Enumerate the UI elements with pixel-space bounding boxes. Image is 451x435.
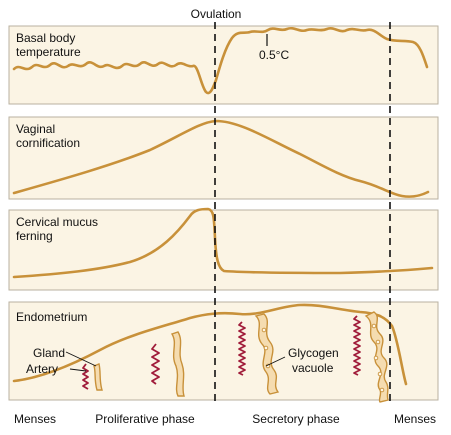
- glycogen-vacuole: [379, 387, 385, 393]
- phase-label-proliferative: Proliferative phase: [95, 412, 195, 426]
- endometrium-curve: [12, 303, 408, 386]
- artery: [151, 343, 160, 385]
- panel-title: cornification: [16, 136, 80, 150]
- ovulation-label: Ovulation: [191, 7, 242, 21]
- basal-temperature-curve: [12, 27, 429, 95]
- gland: [93, 363, 103, 391]
- phase-label-secretory: Secretory phase: [252, 412, 340, 426]
- artery: [82, 363, 89, 390]
- cervical-mucus-curve: [12, 207, 434, 279]
- glycogen-vacuole: [377, 371, 383, 377]
- glycogen-vacuole: [261, 327, 267, 333]
- panel-title: Basal body: [16, 31, 75, 45]
- glycogen-label: vacuole: [292, 361, 334, 375]
- gland: [254, 313, 280, 395]
- panel-endometrium: [8, 301, 439, 401]
- phase-label-menses: Menses: [14, 412, 56, 426]
- panel-title: Cervical mucus: [16, 215, 98, 229]
- glycogen-label: Glycogen: [288, 346, 339, 360]
- artery-label: Artery: [26, 362, 58, 376]
- artery: [353, 315, 361, 376]
- vaginal-cornification-curve: [12, 119, 430, 198]
- gland-leader: [65, 351, 97, 367]
- glycogen-vacuole: [263, 345, 269, 351]
- panel-title: Vaginal: [16, 122, 55, 136]
- temperature-annotation: 0.5°C: [259, 48, 289, 62]
- panel-vaginal-cornification: [8, 116, 439, 200]
- panel-title: ferning: [16, 229, 53, 243]
- artery-leader: [69, 368, 87, 372]
- panel-title: Endometrium: [16, 310, 87, 324]
- phase-label-menses: Menses: [394, 412, 436, 426]
- glycogen-vacuole: [373, 355, 379, 361]
- gland: [170, 331, 185, 397]
- glycogen-vacuole: [371, 323, 377, 329]
- gland-label: Gland: [33, 346, 65, 360]
- artery: [238, 321, 246, 376]
- glycogen-vacuole: [375, 339, 381, 345]
- panel-cervical-mucus-ferning: [8, 209, 439, 291]
- glycogen-leader: [265, 356, 286, 367]
- panel-title: temperature: [16, 45, 81, 59]
